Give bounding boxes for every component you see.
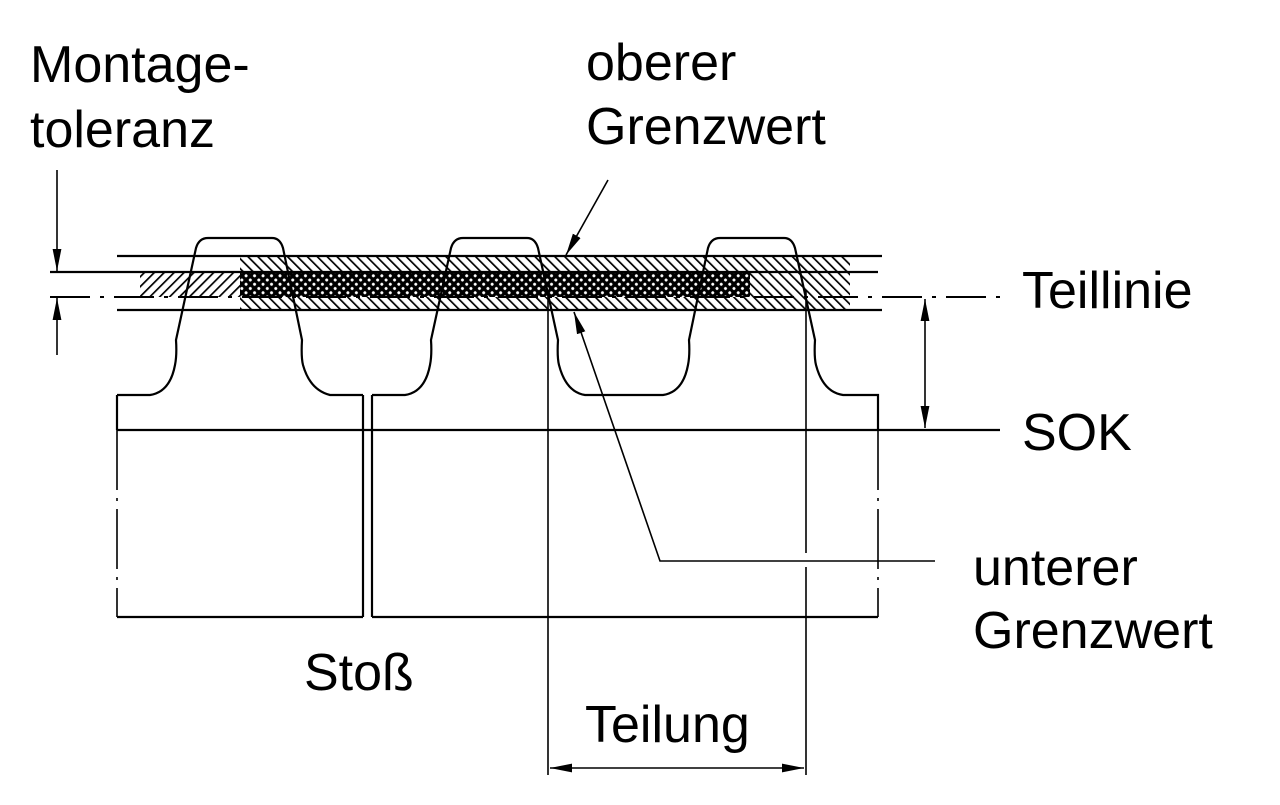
tooth-1 xyxy=(117,236,363,397)
unterer-label-line2: Grenzwert xyxy=(973,602,1213,660)
teillinie-label: Teillinie xyxy=(1022,262,1193,320)
lower-limit-leader xyxy=(573,311,935,562)
rack-teeth xyxy=(117,236,880,430)
upper-hatch-band xyxy=(240,256,850,272)
unterer-label-line1: unterer xyxy=(973,539,1138,597)
lower-hatch-band xyxy=(240,297,850,310)
tooth-2 xyxy=(372,236,880,430)
crosshatch-overlap xyxy=(240,272,750,297)
stoss-label: Stoß xyxy=(304,644,414,702)
tolerance-band xyxy=(140,256,850,310)
teilung-label: Teilung xyxy=(585,696,750,754)
montage-label-line2: toleranz xyxy=(30,101,215,159)
upper-limit-leader xyxy=(565,179,609,256)
sok-label: SOK xyxy=(1022,404,1132,462)
oberer-label-line2: Grenzwert xyxy=(586,98,826,156)
oberer-label-line1: oberer xyxy=(586,34,736,92)
montage-label-line1: Montage- xyxy=(30,36,250,94)
